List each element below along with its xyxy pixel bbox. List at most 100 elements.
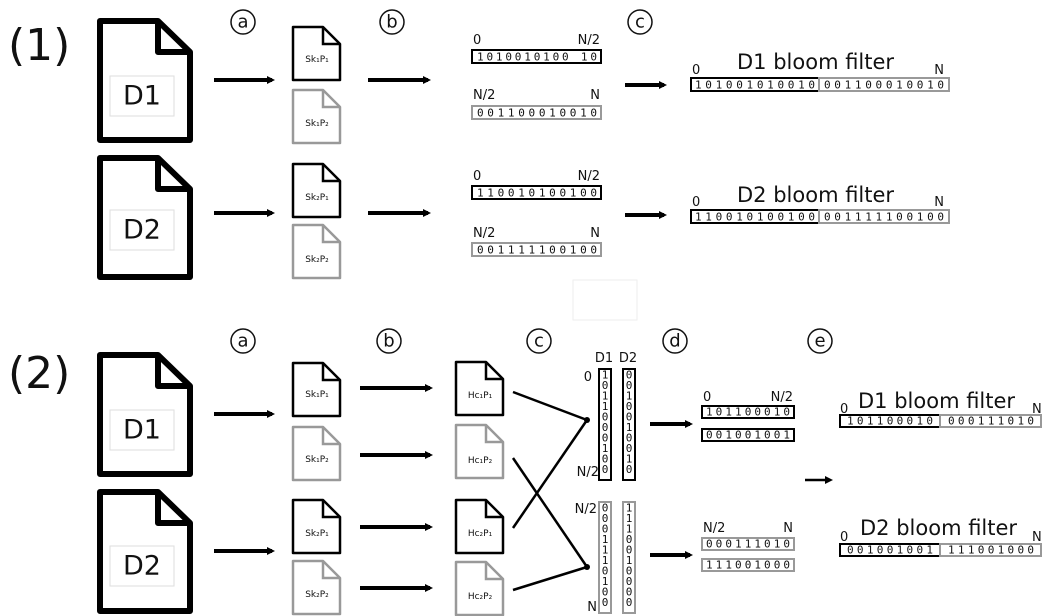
svg-text:Sk₂P₂: Sk₂P₂: [305, 255, 329, 265]
column-bit: 0: [602, 512, 609, 525]
column-bit: 0: [626, 596, 633, 609]
half-array-d2-second: N/2 N 001111100100: [471, 226, 602, 257]
svg-text:Sk₁P₂: Sk₁P₂: [305, 119, 329, 129]
svg-text:D1: D1: [123, 81, 161, 112]
hash-hc1p2-icon: Hc₁P₂: [454, 423, 505, 480]
svg-text:N: N: [934, 195, 944, 210]
svg-text:Sk₁P₁: Sk₁P₁: [305, 55, 329, 65]
column-top-end: N/2: [577, 465, 599, 480]
half-array-d2-first: 0 N/2 110010100100: [471, 169, 602, 200]
part-sk1p1-icon: Sk₁P₁: [291, 25, 342, 82]
column-bit: 0: [626, 533, 633, 546]
column-bit: 1: [602, 442, 609, 455]
step-b-marker-2: b: [376, 328, 402, 354]
column-bit: 0: [626, 432, 633, 445]
svg-text:N: N: [934, 63, 944, 78]
half-array-d1-second: N/2 N 001100010010: [471, 88, 602, 120]
column-bit: 0: [602, 432, 609, 445]
column-bit: 0: [602, 565, 609, 578]
svg-text:b: b: [386, 12, 397, 33]
svg-text:N: N: [783, 521, 793, 536]
d1-bloom-filter-2: D1 bloom filter 0 N 101100010 000111010: [839, 389, 1042, 428]
svg-text:c: c: [635, 12, 645, 33]
half-array-top-section-2: 0 N/2 101100010 001001001: [701, 390, 795, 442]
document-d2-icon: D2: [97, 155, 193, 280]
column-bit: 1: [602, 369, 609, 382]
column-bit: 0: [602, 586, 609, 599]
column-bit: 0: [626, 575, 633, 588]
crossing-connectors: [511, 390, 590, 592]
half-array-bottom-section-2: N/2 N 000111010 111001000: [701, 521, 795, 572]
part-sk1p1-icon: Sk₁P₁: [291, 361, 342, 418]
svg-text:0: 0: [840, 530, 848, 545]
column-bit: 1: [602, 390, 609, 403]
svg-text:Sk₁P₁: Sk₁P₁: [305, 390, 329, 400]
svg-text:N/2: N/2: [473, 226, 495, 241]
svg-text:0: 0: [692, 63, 700, 78]
column-bit: 0: [602, 523, 609, 536]
section-2-label: (2): [8, 348, 70, 399]
column-bit: 1: [626, 502, 633, 515]
hash-hc2p2-icon: Hc₂P₂: [454, 560, 505, 616]
column-bit: 1: [602, 554, 609, 567]
svg-text:Hc₁P₁: Hc₁P₁: [468, 391, 493, 401]
svg-text:a: a: [237, 12, 248, 33]
svg-text:Hc₁P₂: Hc₁P₂: [468, 456, 493, 466]
svg-text:e: e: [814, 331, 825, 352]
svg-text:D2: D2: [123, 551, 161, 582]
svg-text:c: c: [534, 331, 544, 352]
section-1-label: (1): [8, 20, 70, 71]
column-bit: 0: [602, 596, 609, 609]
svg-text:101100010: 101100010: [847, 415, 933, 428]
svg-text:D1 bloom filter: D1 bloom filter: [858, 389, 1015, 413]
column-d1-top: [598, 368, 612, 481]
svg-text:0: 0: [473, 169, 481, 184]
column-d2-label: D2: [619, 351, 637, 366]
svg-text:N: N: [1032, 530, 1042, 545]
column-bit: 1: [626, 453, 633, 466]
column-bottom-end: N: [587, 600, 597, 615]
part-sk1p2-icon: Sk₁P₂: [291, 425, 342, 482]
column-bit: 0: [626, 400, 633, 413]
svg-text:0: 0: [692, 195, 700, 210]
svg-text:D2 bloom filter: D2 bloom filter: [860, 516, 1017, 540]
document-d1-icon: D1: [97, 352, 193, 477]
document-d1-icon: D1: [97, 18, 193, 143]
document-d2-icon: D2: [97, 489, 193, 614]
svg-text:N/2: N/2: [771, 390, 793, 405]
column-bit: 1: [602, 544, 609, 557]
column-bit: 0: [626, 442, 633, 455]
svg-text:Hc₂P₁: Hc₂P₁: [468, 529, 493, 539]
step-c-marker-2: c: [526, 328, 552, 354]
step-c-marker-1: c: [627, 9, 653, 35]
column-bit: 0: [602, 453, 609, 466]
column-bit: 0: [626, 369, 633, 382]
svg-text:D2: D2: [123, 215, 161, 246]
column-bit: 0: [602, 502, 609, 515]
svg-text:001001001: 001001001: [847, 544, 933, 557]
column-bit: 0: [626, 586, 633, 599]
column-d1-bottom: [598, 501, 612, 614]
svg-text:Sk₁P₂: Sk₁P₂: [305, 455, 329, 465]
column-bit: 1: [626, 554, 633, 567]
empty-placeholder: [572, 279, 638, 321]
svg-text:000111010: 000111010: [706, 538, 790, 551]
svg-text:D1 bloom filter: D1 bloom filter: [737, 50, 894, 74]
part-sk2p1-icon: Sk₂P₁: [291, 498, 342, 555]
d2-bloom-filter-2: D2 bloom filter 0 N 001001001 111001000: [839, 516, 1042, 557]
svg-text:N: N: [590, 88, 600, 103]
part-sk2p2-icon: Sk₂P₂: [291, 559, 342, 616]
svg-text:N/2: N/2: [578, 33, 600, 48]
svg-text:N/2: N/2: [473, 88, 495, 103]
svg-text:111001000: 111001000: [706, 559, 790, 572]
half-array-d1-first: 0 N/2 1010010100 10: [471, 33, 602, 64]
part-sk2p1-icon: Sk₂P₁: [291, 162, 342, 219]
svg-text:N/2: N/2: [578, 169, 600, 184]
step-d-marker-2: d: [662, 328, 688, 354]
column-bit: 1: [602, 400, 609, 413]
column-bit: 1: [626, 512, 633, 525]
svg-text:a: a: [237, 331, 248, 352]
